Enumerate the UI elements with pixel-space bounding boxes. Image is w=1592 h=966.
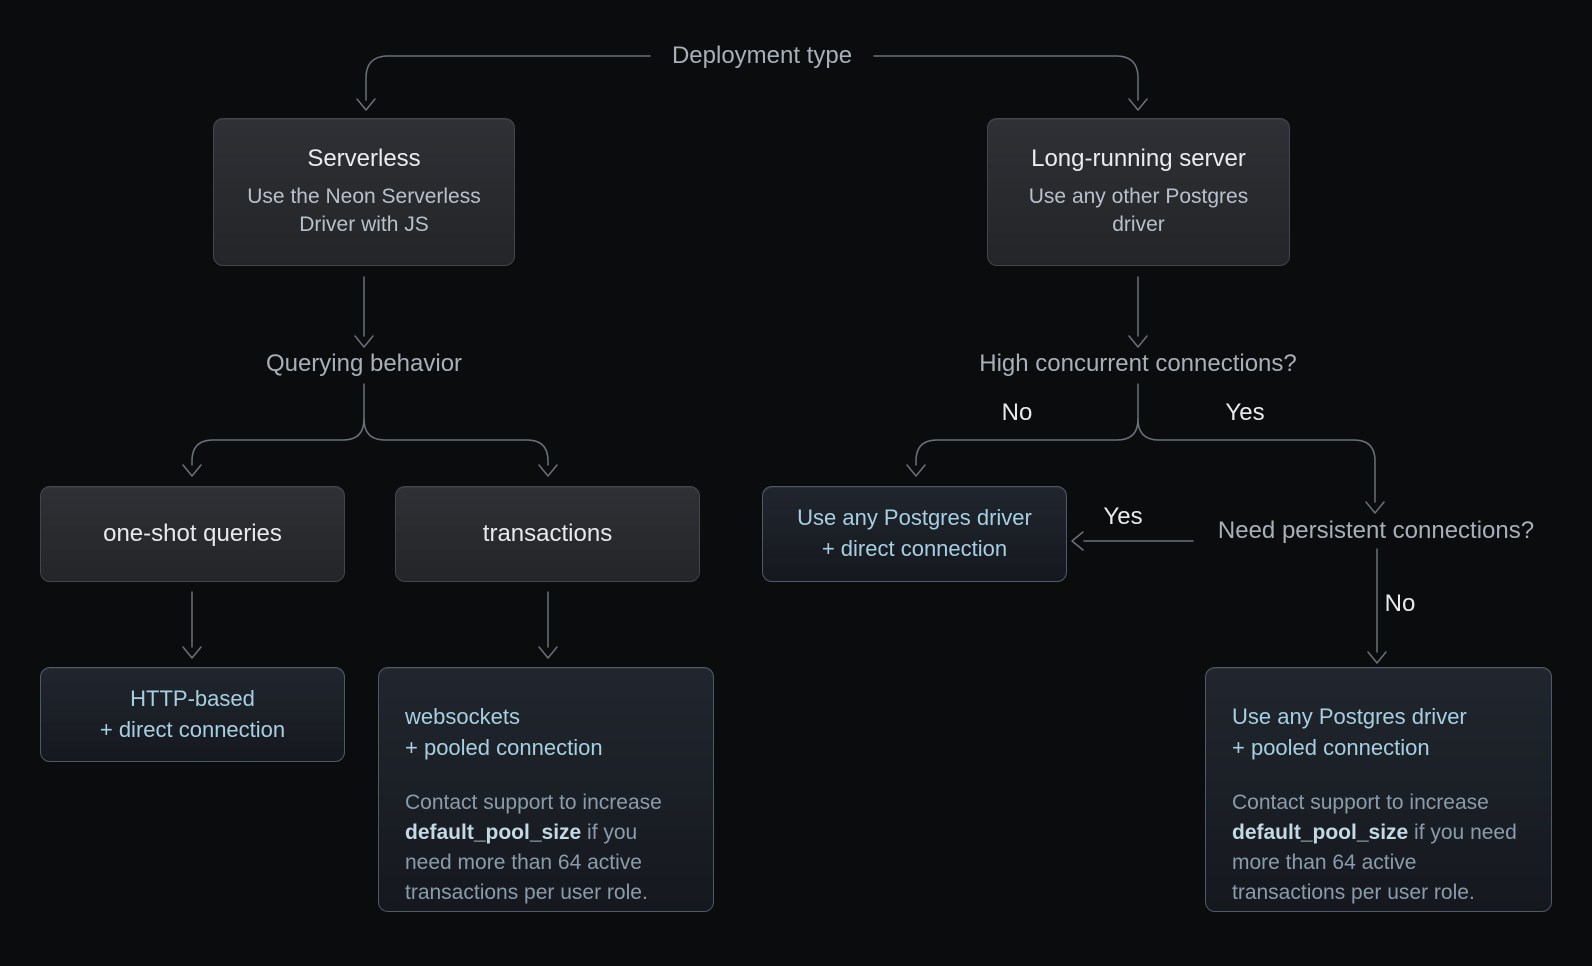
node-http-direct-line1: HTTP-based: [130, 685, 255, 711]
connector-oneshot-to-http: [182, 591, 202, 659]
branch-label-yes: Yes: [1225, 399, 1265, 426]
node-any-direct-line1: Use any Postgres driver: [797, 505, 1032, 531]
node-websockets-line1: websockets: [405, 704, 520, 729]
connector-transactions-to-websockets: [538, 591, 558, 659]
node-transactions: transactions: [395, 486, 700, 582]
branch-label-no: No: [1001, 399, 1033, 426]
node-long-running-title: Long-running server: [1031, 144, 1246, 172]
arrowhead-down-icon: [182, 464, 202, 477]
note-default-pool-size: default_pool_size: [405, 820, 582, 844]
arrowhead-down-icon: [182, 646, 202, 659]
arrowhead-down-icon: [356, 98, 376, 111]
node-any-driver-pooled: Use any Postgres driver + pooled connect…: [1205, 667, 1552, 912]
arrowhead-down-icon: [1128, 98, 1148, 111]
branch-label-no-bottom: No: [1384, 590, 1416, 617]
node-any-direct-line2: + direct connection: [821, 536, 1008, 561]
node-serverless: Serverless Use the Neon Serverless Drive…: [213, 118, 515, 266]
note-default-pool-size: default_pool_size: [1232, 820, 1409, 844]
node-websockets-note: Contact support to increase default_pool…: [405, 788, 687, 909]
branch-label-yes-mid: Yes: [1103, 503, 1143, 530]
arrowhead-left-icon: [1071, 531, 1084, 551]
label-high-concurrent-connections: High concurrent connections?: [979, 350, 1297, 377]
arrowhead-down-icon: [354, 335, 374, 348]
connector-longrunning-to-concurrent: [1128, 276, 1148, 348]
node-any-pooled-line2: + pooled connection: [1232, 734, 1430, 760]
node-http-direct-line2: + direct connection: [99, 716, 286, 742]
arrowhead-down-icon: [906, 464, 926, 477]
connector-persistent-no: [1367, 548, 1387, 664]
connector-serverless-to-querying: [354, 276, 374, 348]
node-transactions-label: transactions: [482, 520, 613, 547]
arrowhead-down-icon: [1365, 501, 1385, 514]
node-one-shot-queries: one-shot queries: [40, 486, 345, 582]
arrowhead-down-icon: [1367, 651, 1387, 664]
node-long-running-server: Long-running server Use any other Postgr…: [987, 118, 1290, 266]
node-serverless-subtitle: Use the Neon Serverless Driver with JS: [247, 184, 481, 236]
connector-concurrent-split: [906, 383, 1385, 514]
arrowhead-down-icon: [538, 464, 558, 477]
node-any-pooled-line1: Use any Postgres driver: [1232, 704, 1467, 729]
note-text: if you need more than 64 active transact…: [405, 820, 648, 905]
node-serverless-title: Serverless: [307, 144, 421, 172]
connector-querying-split: [182, 383, 558, 477]
label-querying-behavior: Querying behavior: [265, 350, 463, 377]
label-need-persistent-connections: Need persistent connections?: [1217, 517, 1535, 544]
node-websockets-pooled: websockets + pooled connection Contact s…: [378, 667, 714, 912]
node-any-pooled-note: Contact support to increase default_pool…: [1232, 788, 1525, 909]
connector-persistent-yes: [1071, 531, 1194, 551]
note-text: if you need more than 64 active transact…: [1232, 820, 1517, 905]
note-text: Contact support to increase: [1232, 790, 1489, 814]
connector-deployment-to-serverless: [356, 55, 651, 111]
node-one-shot-label: one-shot queries: [103, 520, 282, 547]
note-text: Contact support to increase: [405, 790, 662, 814]
node-long-running-subtitle: Use any other Postgres driver: [1028, 184, 1249, 236]
label-deployment-type: Deployment type: [671, 42, 853, 69]
arrowhead-down-icon: [538, 646, 558, 659]
connector-deployment-to-longrunning: [873, 55, 1148, 111]
node-websockets-line2: + pooled connection: [405, 734, 603, 760]
node-any-driver-direct: Use any Postgres driver + direct connect…: [762, 486, 1067, 582]
node-http-direct: HTTP-based + direct connection: [40, 667, 345, 762]
arrowhead-down-icon: [1128, 335, 1148, 348]
